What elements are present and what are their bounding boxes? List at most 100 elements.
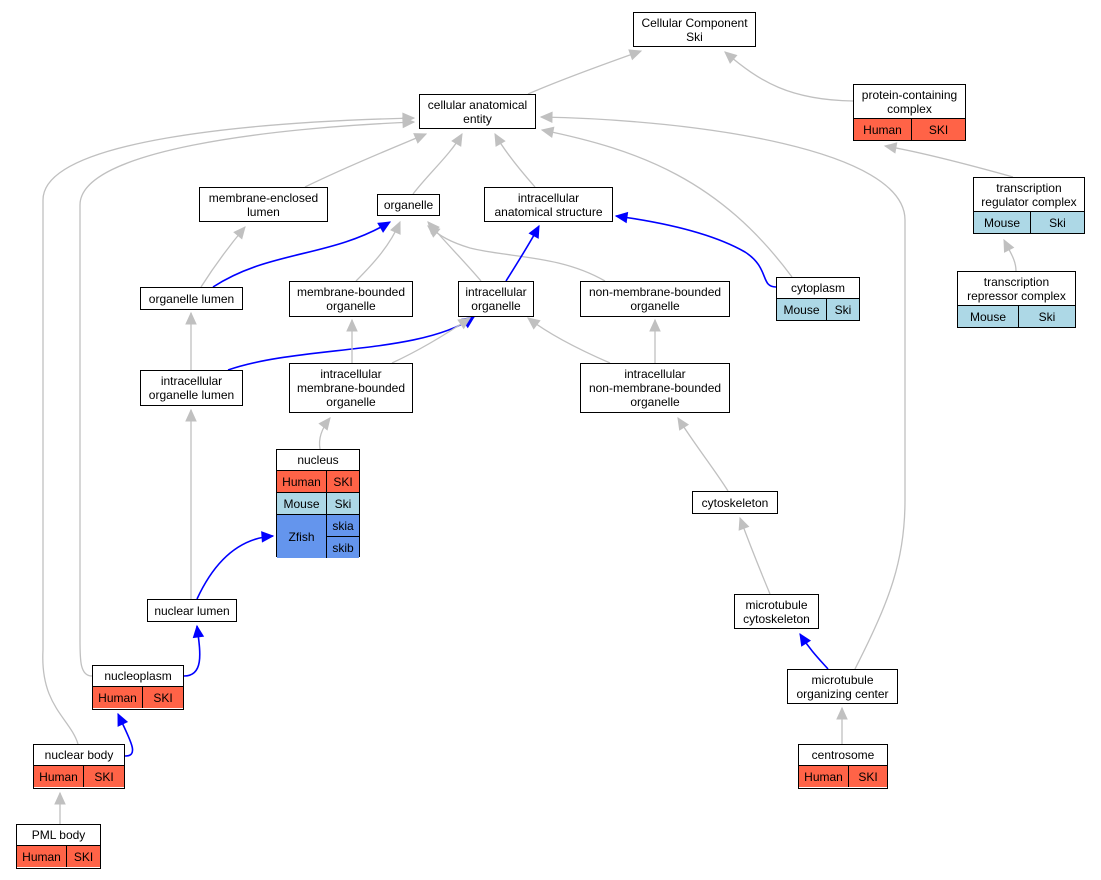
node-intracellular-anatomical-structure[interactable]: intracellular anatomical structure <box>484 187 613 222</box>
gene-label[interactable]: SKI <box>94 769 114 784</box>
node-label: membrane-enclosed lumen <box>208 190 319 219</box>
node-label: nucleoplasm <box>104 669 172 683</box>
node-non-membrane-bounded-organelle[interactable]: non-membrane-bounded organelle <box>580 281 730 317</box>
gene-label[interactable]: SKI <box>858 769 878 784</box>
node-organelle-lumen[interactable]: organelle lumen <box>140 287 243 310</box>
edge-cytoskeleton-to-intracellular-non-membrane-bounded-organelle <box>677 417 729 492</box>
gene-label[interactable]: SKI <box>928 122 949 137</box>
gene-label[interactable]: SKI <box>73 849 94 864</box>
node-microtubule-cytoskeleton[interactable]: microtubule cytoskeleton <box>734 594 819 629</box>
edge-non-membrane-bounded-organelle-to-organelle <box>427 225 606 282</box>
species-label: Human <box>854 119 912 140</box>
edge-membrane-bounded-organelle-to-organelle-arrowhead <box>390 220 401 235</box>
edge-centrosome-to-microtubule-organizing-center-arrowhead <box>836 706 848 720</box>
node-label: organelle <box>383 198 434 212</box>
gene-label[interactable]: Ski <box>1038 309 1056 324</box>
edge-intracellular-anatomical-structure-to-cellular-anatomical-entity-arrowhead <box>494 132 506 147</box>
edge-microtubule-organizing-center-to-cellular-anatomical-entity <box>540 116 906 670</box>
gene-label[interactable]: SKI <box>333 474 353 489</box>
node-label: transcription repressor complex <box>967 274 1066 303</box>
node-cellular-component[interactable]: Cellular Component Ski <box>633 12 756 47</box>
node-nuclear-lumen[interactable]: nuclear lumen <box>147 599 237 622</box>
node-label: microtubule cytoskeleton <box>743 597 810 626</box>
gene-label[interactable]: Ski <box>334 496 352 511</box>
node-cellular-anatomical-entity[interactable]: cellular anatomical entity <box>419 94 536 129</box>
node-label: nucleus <box>297 453 339 467</box>
edge-microtubule-organizing-center-to-microtubule-cytoskeleton-arrowhead <box>799 632 812 647</box>
edge-intracellular-membrane-bounded-organelle-to-membrane-bounded-organelle-arrowhead <box>346 318 358 332</box>
edge-intracellular-non-membrane-bounded-organelle-to-intracellular-organelle-arrowhead <box>527 317 541 330</box>
edge-intracellular-non-membrane-bounded-organelle-to-non-membrane-bounded-organelle-arrowhead <box>649 318 661 332</box>
edge-organelle-to-cellular-anatomical-entity-arrowhead <box>451 132 463 147</box>
node-label: protein-containing complex <box>861 87 958 116</box>
edge-microtubule-cytoskeleton-to-cytoskeleton-arrowhead <box>738 516 750 531</box>
edge-pml-body-to-nuclear-body-arrowhead <box>54 791 66 805</box>
node-cytoskeleton[interactable]: cytoskeleton <box>692 491 778 514</box>
edge-transcription-regulator-complex-to-protein-containing-complex-arrowhead <box>883 142 898 154</box>
edge-cytoplasm-to-cellular-anatomical-entity <box>541 129 793 278</box>
node-label: nuclear body <box>44 748 114 762</box>
node-label: microtubule organizing center <box>796 672 889 701</box>
species-label: Human <box>799 766 849 787</box>
node-label: PML body <box>31 828 86 842</box>
node-intracellular-membrane-bounded-organelle[interactable]: intracellular membrane-bounded organelle <box>289 363 413 413</box>
edge-microtubule-organizing-center-to-cellular-anatomical-entity-arrowhead <box>539 111 553 124</box>
species-row-human: Human SKI <box>799 765 887 787</box>
edge-intracellular-organelle-lumen-to-intracellular-organelle <box>227 316 475 371</box>
gene-label[interactable]: skib <box>327 536 359 558</box>
node-membrane-enclosed-lumen[interactable]: membrane-enclosed lumen <box>199 187 328 222</box>
edge-organelle-lumen-to-organelle <box>212 221 391 288</box>
edge-cytoplasm-to-intracellular-anatomical-structure <box>615 215 777 288</box>
node-microtubule-organizing-center[interactable]: microtubule organizing center <box>787 669 898 704</box>
node-organelle[interactable]: organelle <box>377 194 440 216</box>
node-label: organelle lumen <box>148 291 235 306</box>
node-label: Cellular Component Ski <box>641 15 748 44</box>
gene-label[interactable]: SKI <box>153 690 173 705</box>
species-label: Mouse <box>277 493 327 514</box>
node-intracellular-organelle-lumen[interactable]: intracellular organelle lumen <box>140 370 243 406</box>
gene-label[interactable]: skia <box>332 518 354 533</box>
species-row-mouse: Mouse Ski <box>277 492 359 514</box>
node-intracellular-non-membrane-bounded-organelle[interactable]: intracellular non-membrane-bounded organ… <box>580 363 730 413</box>
edge-nuclear-body-to-cellular-anatomical-entity <box>42 117 415 745</box>
edge-non-membrane-bounded-organelle-to-organelle-arrowhead <box>427 225 441 238</box>
gene-label[interactable]: Ski <box>834 302 852 317</box>
node-label: non-membrane-bounded organelle <box>588 285 722 313</box>
node-label: cytoskeleton <box>701 495 769 510</box>
edge-intracellular-organelle-lumen-to-organelle-lumen-arrowhead <box>185 311 197 325</box>
edge-cellular-anatomical-entity-to-cellular-component-arrowhead <box>628 49 643 61</box>
node-label: intracellular non-membrane-bounded organ… <box>588 367 722 409</box>
edge-organelle-lumen-to-membrane-enclosed-lumen-arrowhead <box>233 226 246 240</box>
species-label: Zfish <box>277 515 327 558</box>
edge-cellular-anatomical-entity-to-cellular-component <box>527 50 642 95</box>
node-intracellular-organelle[interactable]: intracellular organelle <box>458 281 534 317</box>
edge-nuclear-body-to-nucleoplasm-arrowhead <box>117 712 129 727</box>
edge-nuclear-lumen-to-nucleus <box>196 535 274 600</box>
node-label: intracellular organelle <box>465 285 527 313</box>
species-label: Human <box>34 766 84 787</box>
node-label: nuclear lumen <box>154 603 230 618</box>
node-membrane-bounded-organelle[interactable]: membrane-bounded organelle <box>289 281 413 317</box>
edge-cytoplasm-to-intracellular-anatomical-structure-arrowhead <box>614 211 629 224</box>
gene-label[interactable]: Ski <box>1049 215 1066 230</box>
edge-organelle-lumen-to-organelle-arrowhead <box>377 221 392 233</box>
node-label: intracellular membrane-bounded organelle <box>296 367 406 409</box>
species-row-human: Human SKI <box>854 118 965 140</box>
node-label: cellular anatomical entity <box>427 97 528 126</box>
